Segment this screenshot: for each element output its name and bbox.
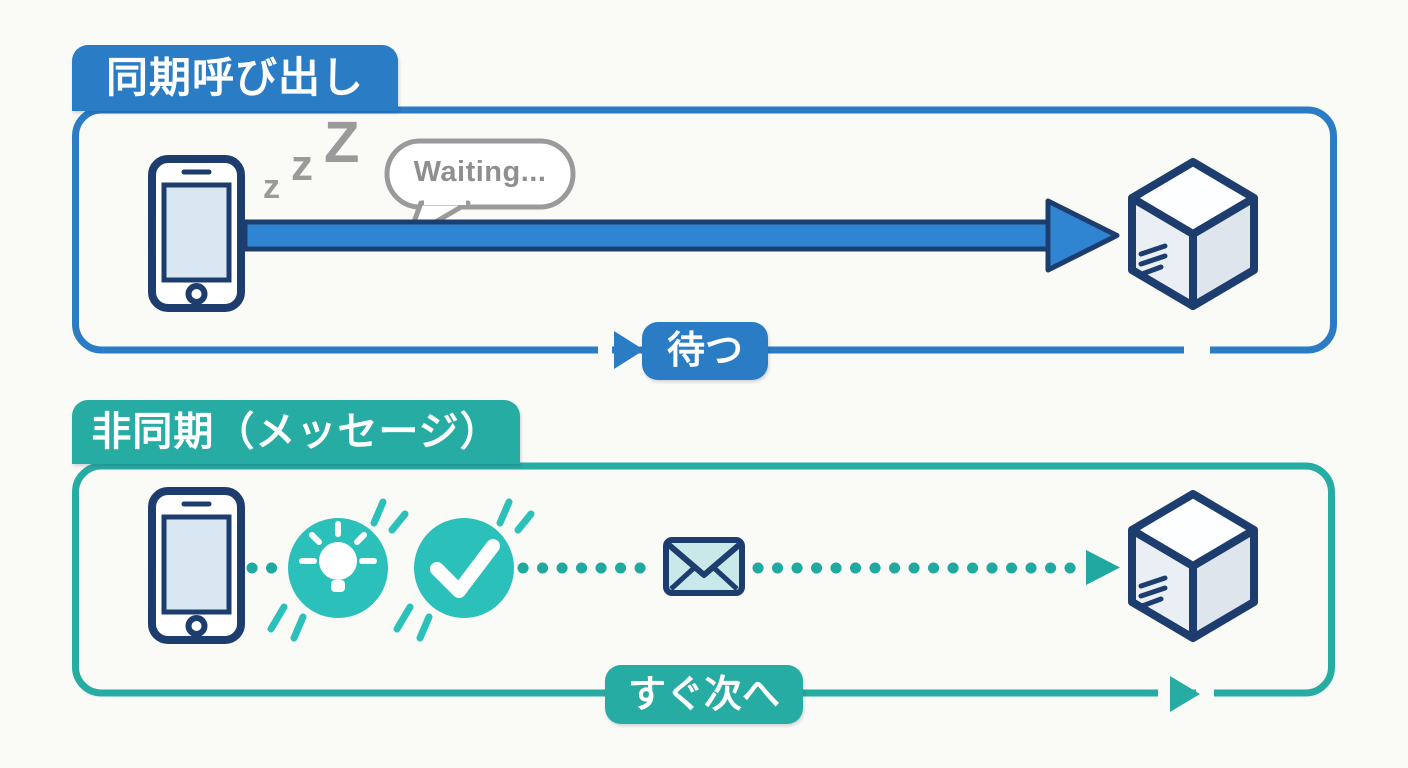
- next-arrowhead-icon: [1170, 676, 1200, 712]
- wait-flow-badge: 待つ: [642, 322, 768, 380]
- next-flow-label: すぐ次へ: [627, 673, 780, 716]
- waiting-bubble-text: Waiting...: [413, 155, 547, 188]
- next-flow-badge: すぐ次へ: [605, 665, 803, 724]
- server-cube-icon: [1132, 162, 1254, 306]
- smartphone-icon: [152, 491, 241, 640]
- message-arrowhead-icon: [1086, 550, 1120, 585]
- lightbulb-icon: [267, 498, 409, 642]
- sparkle-lines: [393, 498, 535, 642]
- request-arrow-icon: [242, 198, 1120, 273]
- async-panel-title-label: 非同期（メッセージ）: [91, 410, 501, 454]
- smartphone-icon: [152, 159, 241, 308]
- checkmark-icon: [393, 498, 535, 642]
- server-cube-icon: [1132, 494, 1254, 638]
- sync-panel-title-label: 同期呼び出し: [105, 54, 364, 101]
- sync-panel-title: 同期呼び出し: [72, 45, 398, 111]
- wait-flow-label: 待つ: [666, 330, 743, 372]
- async-panel-title: 非同期（メッセージ）: [72, 400, 520, 464]
- sparkle-lines: [267, 498, 409, 642]
- envelope-icon: [663, 537, 745, 596]
- zzz-sleep-icon: Z: [324, 110, 360, 175]
- zzz-sleep-icon: z: [291, 141, 313, 190]
- zzz-sleep-icon: z: [263, 168, 280, 206]
- wait-arrowhead-icon: [614, 331, 644, 369]
